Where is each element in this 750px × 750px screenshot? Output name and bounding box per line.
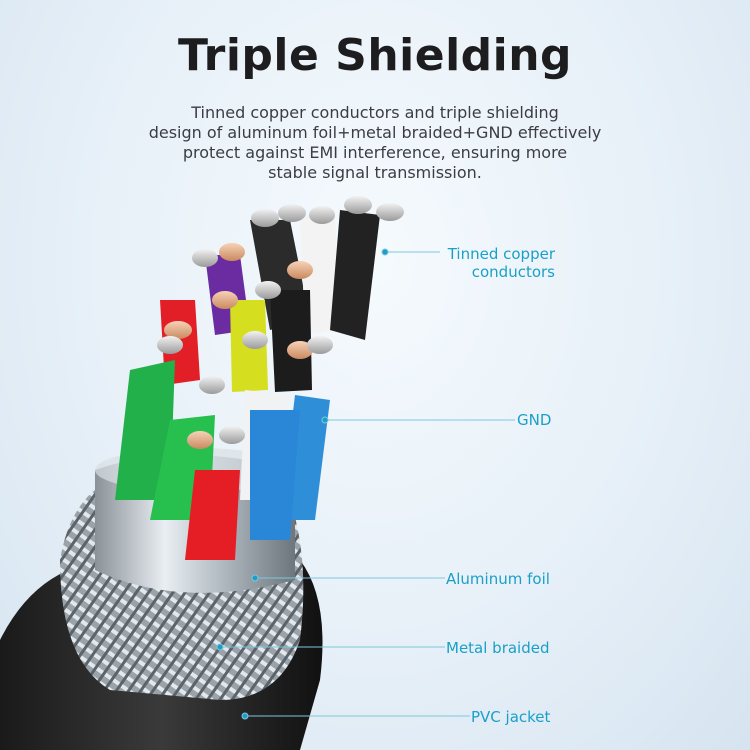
description-line: design of aluminum foil+metal braided+GN… bbox=[148, 123, 602, 142]
description-line: protect against EMI interference, ensuri… bbox=[182, 143, 568, 162]
conductor-tips bbox=[157, 196, 404, 449]
callout-tinned-copper-line1: Tinned copper bbox=[447, 245, 555, 263]
page-title: Triple Shielding bbox=[177, 30, 573, 81]
callout-pvc-jacket: PVC jacket bbox=[471, 708, 551, 726]
callout-aluminum-foil: Aluminum foil bbox=[446, 570, 550, 588]
description: Tinned copper conductors and triple shie… bbox=[120, 103, 630, 183]
description-line: stable signal transmission. bbox=[268, 163, 482, 182]
callout-tinned-copper: Tinned copper conductors bbox=[440, 245, 555, 281]
description-line: Tinned copper conductors and triple shie… bbox=[191, 103, 559, 122]
callout-gnd: GND bbox=[517, 411, 552, 429]
callout-metal-braided: Metal braided bbox=[446, 639, 550, 657]
callout-tinned-copper-line2: conductors bbox=[471, 263, 555, 281]
